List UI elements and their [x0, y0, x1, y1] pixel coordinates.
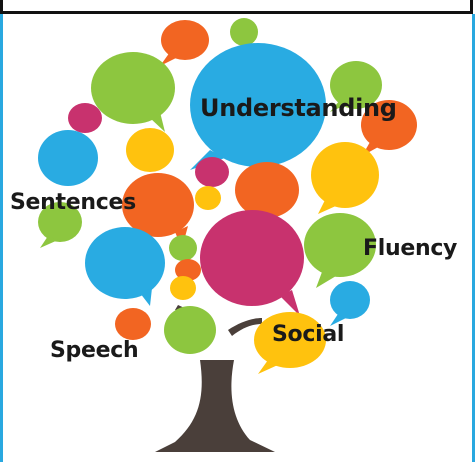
bubble-blue-left-mid [85, 227, 165, 299]
bubble-green-small-centre [169, 235, 197, 261]
bubble-magenta-large [200, 210, 304, 306]
bubble-yellow-small-centre [195, 186, 221, 210]
left-border-rule [0, 14, 3, 462]
bubble-orange-right-centre [235, 162, 299, 218]
bubble-yellow-low-right [254, 312, 326, 368]
label-speech: Speech [50, 338, 139, 363]
bubble-magenta-small-left [68, 103, 102, 133]
bubble-green-low-centre [164, 306, 216, 354]
bubble-orange-top [161, 20, 209, 60]
bubble-orange-small-mid [175, 259, 201, 281]
bubble-blue-left [38, 130, 98, 186]
bubble-blue-small-right [330, 281, 370, 319]
label-social: Social [272, 322, 345, 347]
tree-trunk [155, 360, 275, 452]
bubble-yellow-right [311, 142, 379, 208]
label-understanding: Understanding [200, 94, 397, 122]
bubble-green-right [304, 213, 376, 277]
bubble-green-left-low [38, 202, 82, 242]
label-sentences: Sentences [10, 190, 136, 215]
bubble-orange-right [361, 100, 417, 150]
bubble-orange-centre [122, 173, 194, 237]
top-frame-box [0, 0, 473, 14]
bubble-yellow-mid-left [126, 128, 174, 172]
bubble-green-top-right [330, 61, 382, 109]
tree-branch-right [228, 318, 262, 336]
bubble-green-large-left [91, 52, 175, 124]
right-border-rule [472, 14, 475, 462]
bubble-orange-small-left [115, 308, 151, 340]
bubble-green-top-small [230, 18, 258, 46]
bubble-blue-large [190, 43, 326, 167]
label-fluency: Fluency [363, 236, 458, 261]
bubble-yellow-small-mid [170, 276, 196, 300]
bubble-magenta-mid [195, 157, 229, 187]
